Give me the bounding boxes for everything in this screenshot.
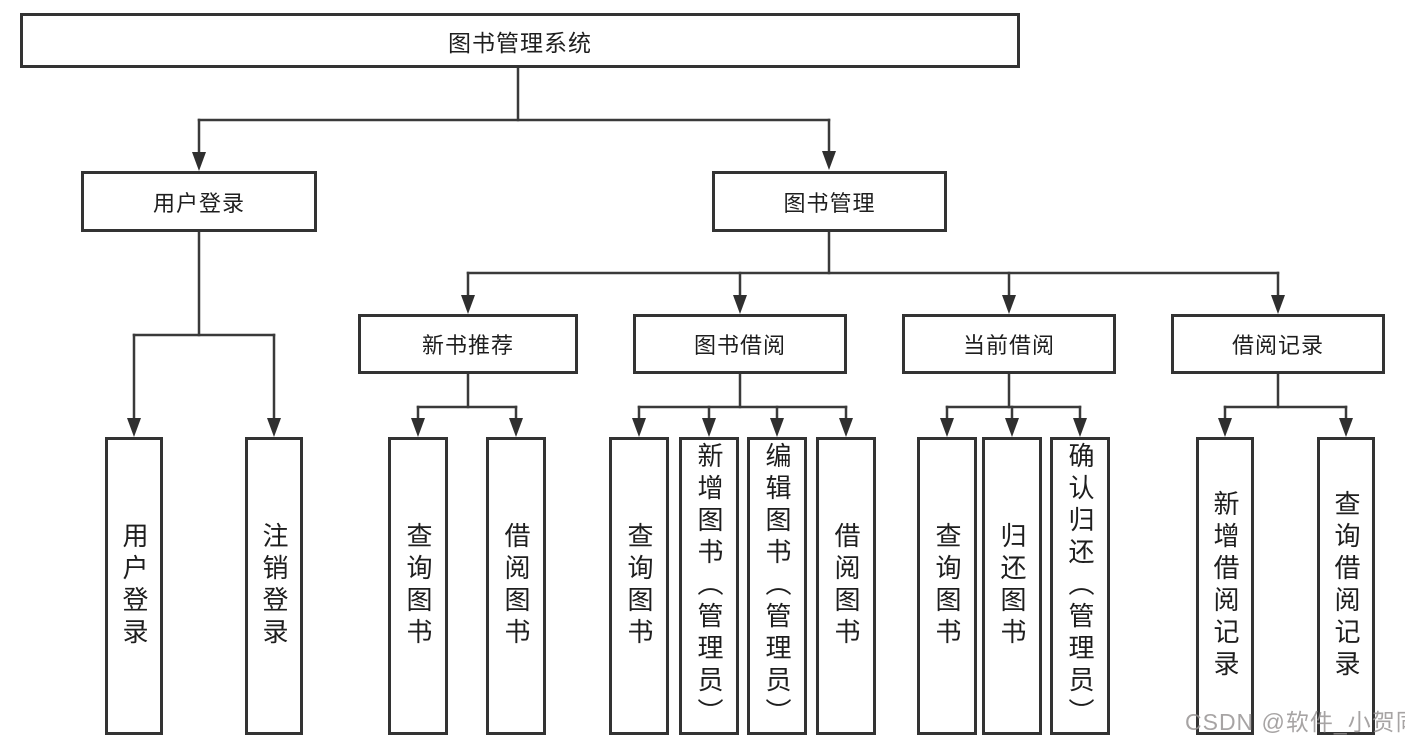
node-label: 查询图书 xyxy=(403,522,433,650)
leaf-return-books: 归还图书 xyxy=(982,437,1042,735)
node-library-management-system: 图书管理系统 xyxy=(20,13,1020,68)
leaf-query-borrow-record: 查询借阅记录 xyxy=(1317,437,1375,735)
node-book-management: 图书管理 xyxy=(712,171,947,232)
node-label: 借阅图书 xyxy=(501,522,531,650)
node-label: 新增图书（管理员） xyxy=(694,442,724,730)
leaf-borrow-books-recommend: 借阅图书 xyxy=(486,437,546,735)
leaf-edit-books-admin: 编辑图书（管理员） xyxy=(747,437,807,735)
node-label: 当前借阅 xyxy=(962,333,1055,358)
node-label: 查询图书 xyxy=(624,522,654,650)
node-label: 新增借阅记录 xyxy=(1210,490,1240,682)
node-label: 确认归还（管理员） xyxy=(1065,442,1095,730)
node-label: 查询借阅记录 xyxy=(1331,490,1361,682)
csdn-watermark: CSDN @软件_小贺同学 xyxy=(1185,709,1405,735)
node-current-borrowing: 当前借阅 xyxy=(902,314,1116,374)
leaf-query-books-recommend: 查询图书 xyxy=(388,437,448,735)
node-label: 编辑图书（管理员） xyxy=(762,442,792,730)
leaf-user-login: 用户登录 xyxy=(105,437,163,735)
leaf-borrow-books-borrowing: 借阅图书 xyxy=(816,437,876,735)
node-label: 注销登录 xyxy=(259,522,289,650)
leaf-query-books-current: 查询图书 xyxy=(917,437,977,735)
node-label: 借阅图书 xyxy=(831,522,861,650)
node-label: 图书借阅 xyxy=(693,333,786,358)
leaf-add-books-admin: 新增图书（管理员） xyxy=(679,437,739,735)
leaf-logout: 注销登录 xyxy=(245,437,303,735)
node-label: 借阅记录 xyxy=(1231,333,1324,358)
node-label: 查询图书 xyxy=(932,522,962,650)
node-borrowing-records: 借阅记录 xyxy=(1171,314,1385,374)
node-label: 用户登录 xyxy=(119,522,149,650)
node-book-borrowing: 图书借阅 xyxy=(633,314,847,374)
node-label: 归还图书 xyxy=(997,522,1027,650)
arrowheads xyxy=(127,151,1353,437)
node-new-book-recommendation: 新书推荐 xyxy=(358,314,578,374)
node-user-login: 用户登录 xyxy=(81,171,317,232)
node-label: 新书推荐 xyxy=(421,333,514,358)
node-label: 图书管理 xyxy=(783,190,876,216)
node-label: 用户登录 xyxy=(152,190,245,216)
leaf-query-books-borrowing: 查询图书 xyxy=(609,437,669,735)
node-label: 图书管理系统 xyxy=(448,29,592,56)
leaf-add-borrow-record: 新增借阅记录 xyxy=(1196,437,1254,735)
leaf-confirm-return-admin: 确认归还（管理员） xyxy=(1050,437,1110,735)
